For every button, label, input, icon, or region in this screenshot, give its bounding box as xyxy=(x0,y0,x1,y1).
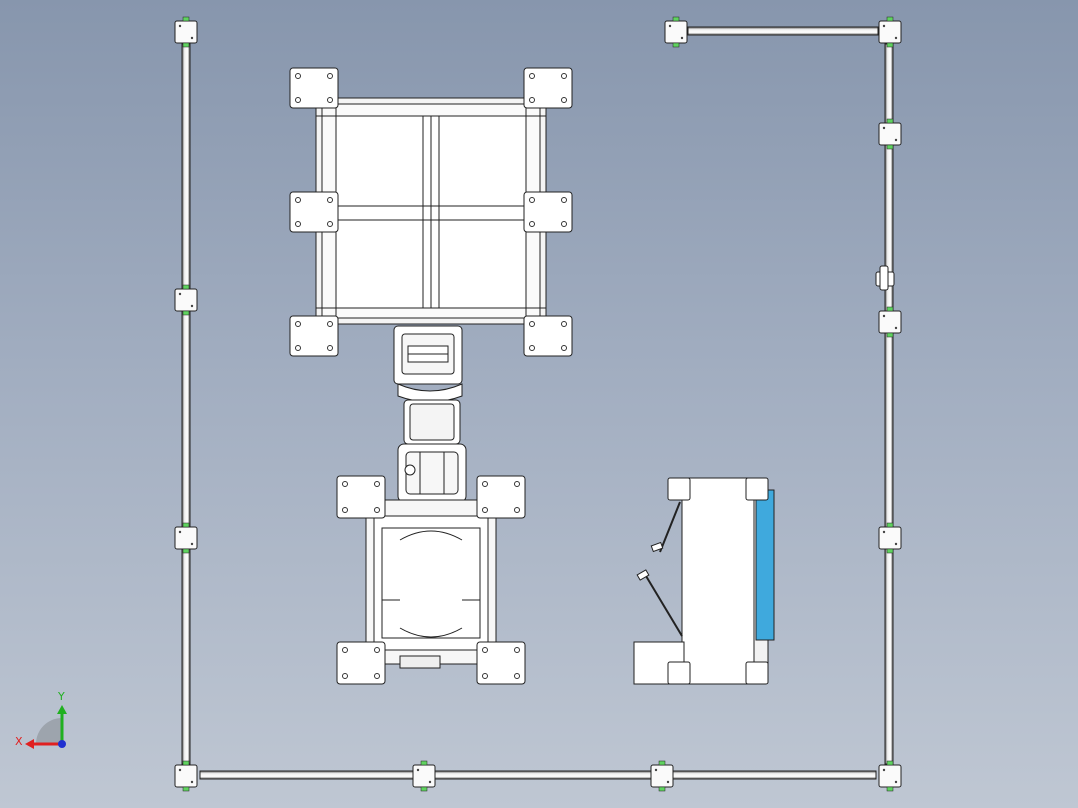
triad-plane xyxy=(36,718,62,744)
workpiece-table xyxy=(315,97,547,325)
mounting-pad xyxy=(336,475,386,519)
triad-y-label: Y xyxy=(57,690,65,703)
fence-post xyxy=(174,760,198,792)
triad-y-arrowhead xyxy=(57,705,67,714)
mounting-pad xyxy=(336,641,386,685)
mounting-pad xyxy=(289,67,339,109)
mounting-pad xyxy=(289,191,339,233)
fence-posts xyxy=(174,16,902,792)
robot-base-frame xyxy=(365,499,497,669)
fence-rail-bottom xyxy=(199,770,877,780)
triad-x-label: X xyxy=(15,735,23,748)
table-mounting-pads xyxy=(289,67,573,357)
mounting-pad xyxy=(523,315,573,357)
coordinate-triad: Y X xyxy=(15,690,67,749)
fence-post xyxy=(878,306,902,338)
mounting-pad xyxy=(289,315,339,357)
fence-post xyxy=(412,760,436,792)
fence-rail-top xyxy=(687,26,879,36)
mounting-pad xyxy=(523,67,573,109)
conveyor-station xyxy=(633,477,775,685)
fence-post xyxy=(174,522,198,554)
mounting-pad xyxy=(476,641,526,685)
mounting-pad xyxy=(523,191,573,233)
door-handle xyxy=(875,265,895,291)
fence-post xyxy=(650,760,674,792)
fence-rail-right xyxy=(884,43,894,765)
base-mounting-pads xyxy=(336,475,526,685)
fence-post xyxy=(878,760,902,792)
fence-post xyxy=(664,16,688,48)
fence-rail-left xyxy=(181,43,191,765)
triad-x-arrowhead xyxy=(25,739,34,749)
fence-post xyxy=(174,284,198,316)
fence-post xyxy=(174,16,198,48)
triad-z-axis xyxy=(58,740,66,748)
mounting-pad xyxy=(476,475,526,519)
fence-post xyxy=(878,118,902,150)
fence-post xyxy=(878,16,902,48)
robot-arm xyxy=(393,325,467,503)
fence-post xyxy=(878,522,902,554)
conveyor-belt xyxy=(755,489,775,641)
